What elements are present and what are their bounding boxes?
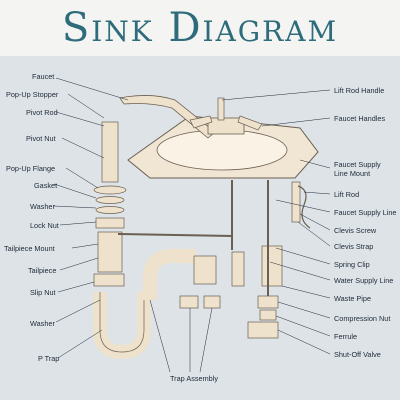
label-line-mount: Line Mount <box>334 169 371 178</box>
label-p-trap: P Trap <box>38 354 60 363</box>
label-faucet: Faucet <box>32 72 55 81</box>
label-pivot-nut: Pivot Nut <box>26 134 56 143</box>
label-gasket: Gasket <box>34 181 58 190</box>
label-washer-1: Washer <box>30 202 55 211</box>
label-spring-clip: Spring Clip <box>334 260 370 269</box>
leader-lines <box>53 77 331 373</box>
pivot-rod <box>117 233 233 237</box>
tailpiece <box>97 231 123 273</box>
faucet-handle-left <box>189 115 213 129</box>
diagram-title: Sink Diagram <box>61 5 339 51</box>
label-compression-nut: Compression Nut <box>334 314 391 323</box>
popup-stopper <box>101 121 119 183</box>
p-trap <box>93 292 151 360</box>
basin-bowl <box>156 129 288 171</box>
label-faucet-handles: Faucet Handles <box>334 114 386 123</box>
label-clevis-screw: Clevis Screw <box>334 226 377 235</box>
label-popup-flange: Pop-Up Flange <box>6 164 56 173</box>
label-pivot-rod: Pivot Rod <box>26 108 58 117</box>
trap-elbow <box>143 249 196 300</box>
label-faucet-supply-line: Faucet Supply Line <box>334 208 397 217</box>
label-waste-pipe: Waste Pipe <box>334 294 372 303</box>
label-ferrule: Ferrule <box>334 332 358 341</box>
popup-flange <box>93 185 127 195</box>
clevis-strap <box>291 181 301 223</box>
washer <box>95 206 125 214</box>
label-slip-nut: Slip Nut <box>30 288 56 297</box>
diagram-panel <box>0 56 400 400</box>
lift-rod-handle <box>217 97 225 121</box>
faucet-spout <box>119 95 216 139</box>
label-washer-2: Washer <box>30 319 55 328</box>
ferrule <box>259 309 277 321</box>
label-tailpiece-mount: Tailpiece Mount <box>4 244 55 253</box>
label-water-supply-line: Water Supply Line <box>334 276 394 285</box>
slip-nut <box>93 273 125 287</box>
sink-illustration <box>53 77 331 373</box>
waste-pipe <box>261 245 283 287</box>
trap-piece-2 <box>231 251 245 287</box>
lift-rod <box>297 185 311 229</box>
label-lock-nut: Lock Nut <box>30 221 59 230</box>
title-bar: Sink Diagram <box>0 0 400 56</box>
label-lift-rod-handle: Lift Rod Handle <box>334 86 385 95</box>
label-popup-stopper: Pop-Up Stopper <box>6 90 59 99</box>
shutoff-valve <box>247 321 279 339</box>
label-lift-rod: Lift Rod <box>334 190 360 199</box>
trap-nut-b <box>203 295 221 309</box>
trap-piece-1 <box>193 255 217 285</box>
faucet-base <box>207 117 245 135</box>
faucet-handle-right <box>237 115 263 131</box>
label-shutoff-valve: Shut-Off Valve <box>334 350 381 359</box>
compression-nut <box>257 295 279 309</box>
label-trap-assembly: Trap Assembly <box>170 374 218 383</box>
label-clevis-strap: Clevis Strap <box>334 242 374 251</box>
lock-nut <box>95 217 125 229</box>
gasket <box>95 196 125 204</box>
label-tailpiece: Tailpiece <box>28 266 57 275</box>
label-faucet-supply: Faucet Supply <box>334 160 381 169</box>
trap-nut-a <box>179 295 199 309</box>
